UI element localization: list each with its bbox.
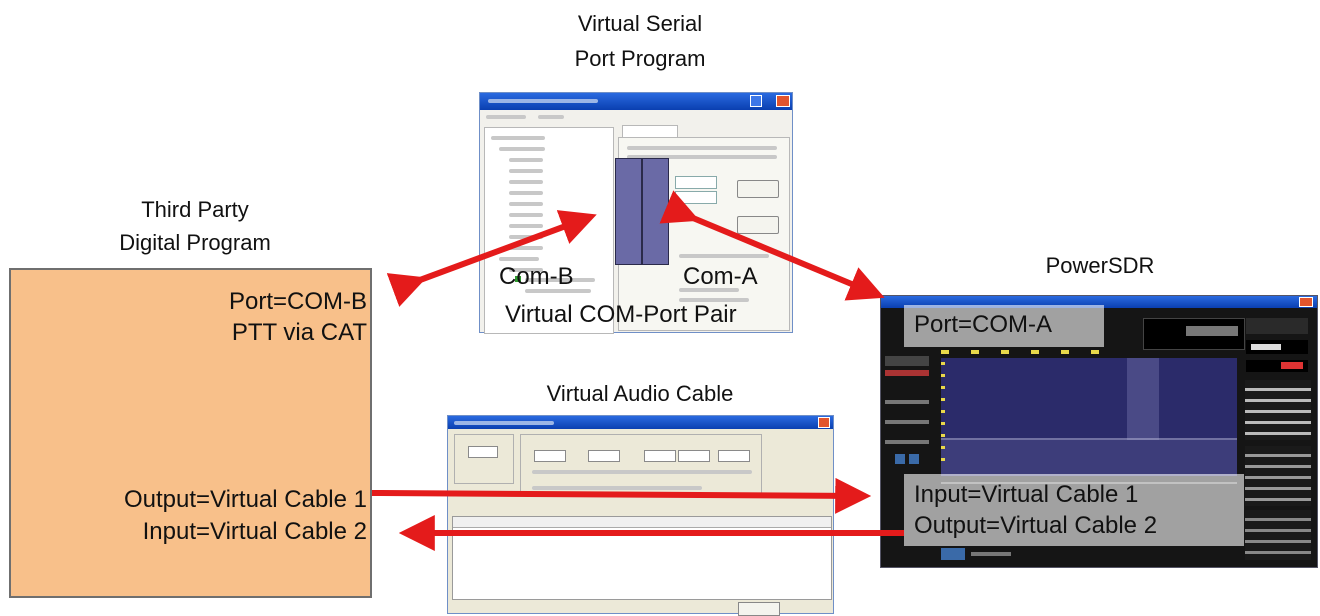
- third-party-input-label: Input=Virtual Cable 2: [142, 518, 367, 545]
- powersdr-input-label: Input=Virtual Cable 1: [914, 481, 1139, 508]
- powersdr-port-overlay: [904, 305, 1104, 347]
- powersdr-cable-overlay: [904, 474, 1244, 546]
- powersdr-output-label: Output=Virtual Cable 2: [914, 512, 1158, 539]
- serial-window-minimize-button[interactable]: [750, 95, 762, 107]
- serial-window-titlebar: [480, 93, 792, 110]
- third-party-output-label: Output=Virtual Cable 1: [123, 486, 367, 513]
- serial-program-title-line2: Port Program: [574, 46, 706, 71]
- third-party-port-label: Port=COM-B: [228, 288, 367, 315]
- virtual-cable-1-arrow: [371, 477, 872, 514]
- powersdr-close-button[interactable]: [1299, 297, 1313, 307]
- vac-window-close-button[interactable]: [818, 417, 830, 428]
- vac-title: Virtual Audio Cable: [546, 381, 734, 406]
- vac-window-titlebar: [448, 416, 833, 429]
- com-select-1[interactable]: [675, 176, 717, 189]
- serial-window-close-button[interactable]: [776, 95, 790, 107]
- powersdr-port-label: Port=COM-A: [914, 311, 1053, 338]
- third-party-box: [9, 268, 372, 598]
- third-party-title-line2: Digital Program: [119, 230, 271, 255]
- third-party-ptt-label: PTT via CAT: [231, 319, 367, 346]
- com-a-link-arrow: [659, 190, 885, 301]
- com-b-port-block: [615, 158, 642, 265]
- third-party-title-line1: Third Party: [141, 197, 249, 222]
- powersdr-title: PowerSDR: [1045, 253, 1155, 278]
- com-b-link-arrow: [386, 210, 597, 307]
- serial-program-title-line1: Virtual Serial: [577, 11, 703, 36]
- vac-window: [447, 415, 834, 616]
- spectrum-display: [941, 358, 1237, 476]
